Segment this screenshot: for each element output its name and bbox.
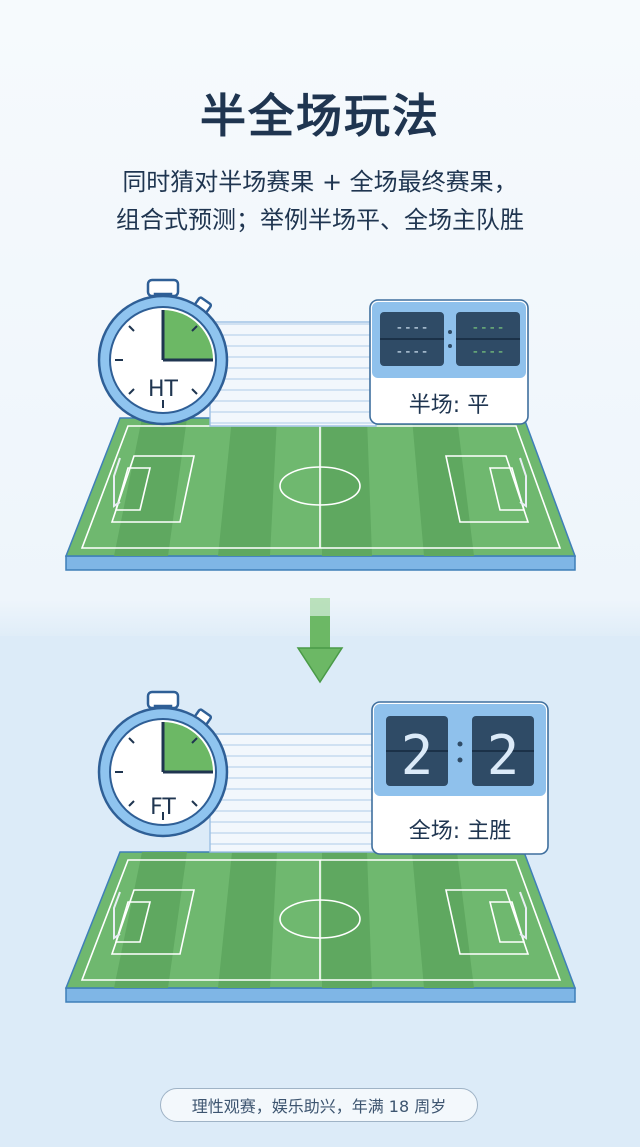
fulltime-scene: FT 2 2 全场: 主胜 — [64, 690, 577, 1003]
halftime-away-score: ---- — [471, 320, 505, 336]
halftime-scoreboard: ---- ---- ---- ---- 半场: 平 — [369, 299, 529, 425]
halftime-clock-label: HT — [148, 377, 179, 402]
svg-text:----: ---- — [471, 344, 505, 360]
halftime-pitch — [64, 417, 577, 571]
fulltime-stopwatch-icon: FT — [97, 690, 229, 838]
halftime-result-label: 半场: 平 — [409, 393, 489, 418]
halftime-lined-panel — [209, 321, 377, 427]
footer-text: 理性观赛，娱乐助兴，年满 18 周岁 — [191, 1097, 447, 1116]
fulltime-lined-panel — [209, 733, 377, 853]
subtitle-line-1: 同时猜对半场赛果 + 全场最终赛果， — [122, 168, 518, 196]
fulltime-result-label: 全场: 主胜 — [409, 819, 511, 844]
subtitle-line-2: 组合式预测；举例半场平、全场主队胜 — [116, 206, 524, 234]
halftime-stopwatch-icon: HT — [97, 278, 229, 426]
down-arrow-icon — [296, 598, 344, 684]
fulltime-pitch — [64, 851, 577, 1003]
fulltime-clock-label: FT — [150, 795, 176, 820]
page-title: 半全场玩法 — [200, 89, 440, 143]
svg-text:----: ---- — [395, 344, 429, 360]
footer-disclaimer: 理性观赛，娱乐助兴，年满 18 周岁 — [160, 1088, 478, 1122]
fulltime-away-score: 2 — [487, 724, 520, 787]
halftime-home-score: ---- — [395, 320, 429, 336]
fulltime-scoreboard: 2 2 全场: 主胜 — [371, 701, 549, 855]
halftime-scene: HT ---- ---- ---- ---- 半场: 平 — [64, 278, 577, 571]
fulltime-home-score: 2 — [401, 724, 434, 787]
illustration: HT ---- ---- ---- ---- 半场: 平 — [64, 278, 577, 1003]
